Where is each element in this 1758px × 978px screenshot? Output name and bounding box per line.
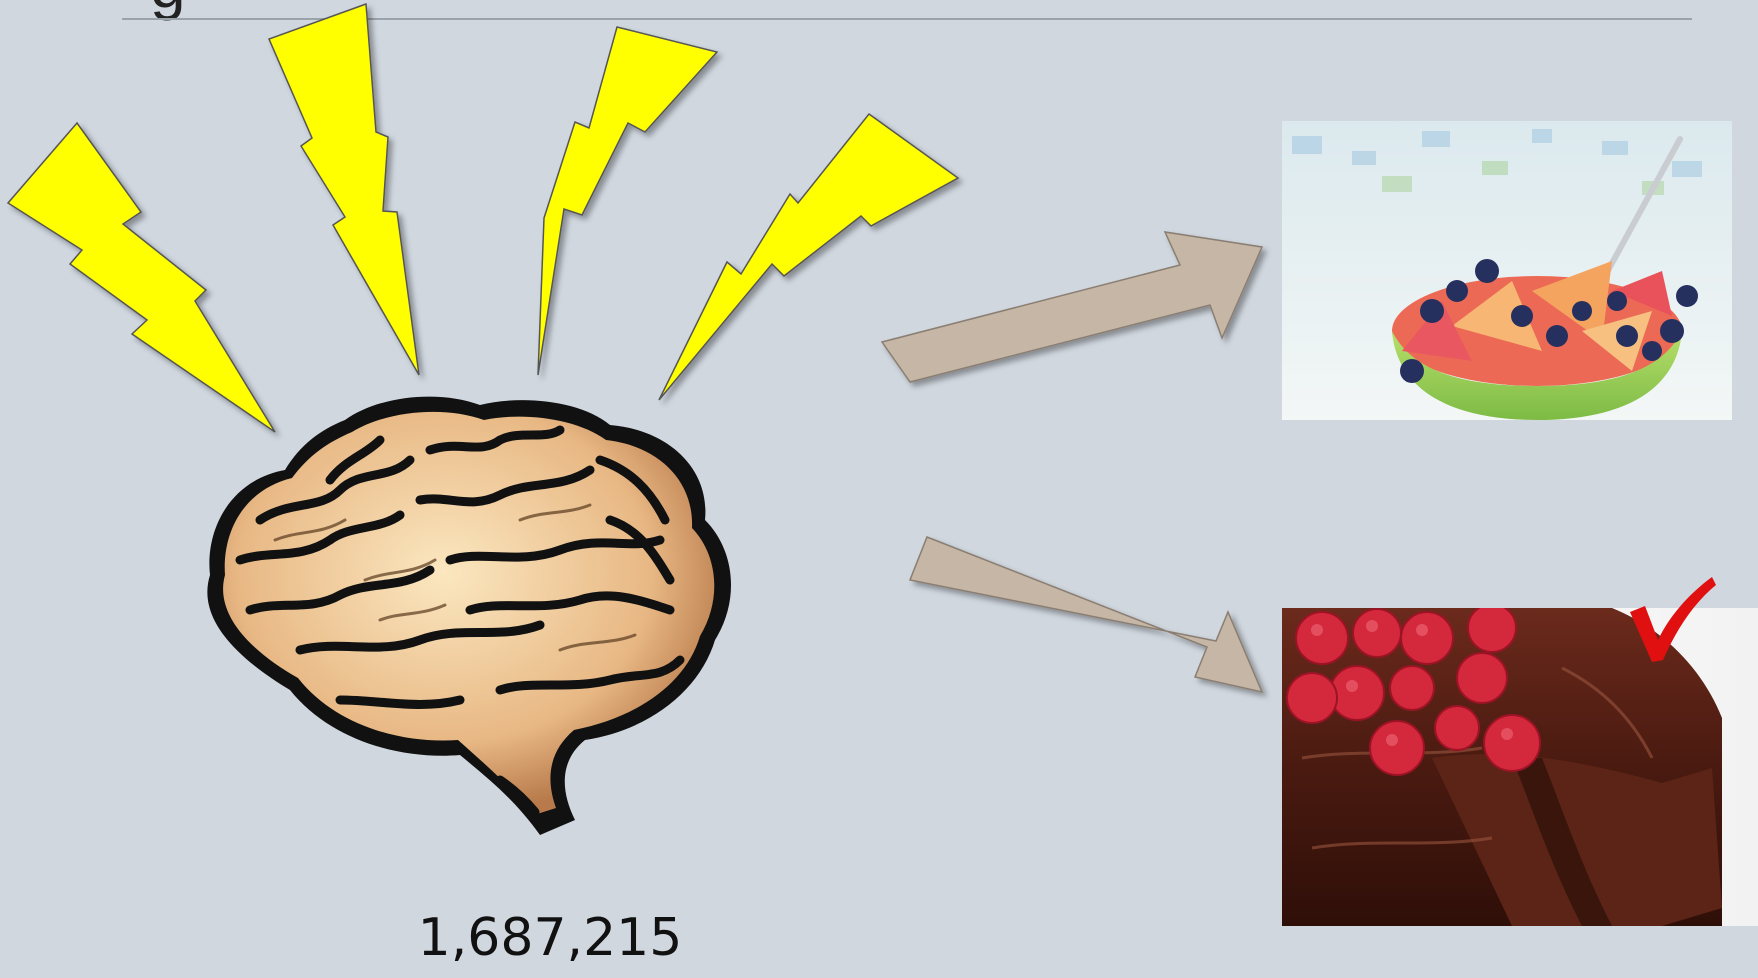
counter-value: 1,687,215 [400, 912, 700, 964]
chocolate-raspberry-cake-photo [1282, 608, 1758, 926]
lightning-bolt-icon [538, 27, 717, 375]
lightning-bolt-icon [8, 123, 275, 432]
lightning-bolt-icon [269, 4, 419, 375]
arrow-right-down-icon [910, 537, 1262, 692]
fruit-bowl-photo [1282, 121, 1732, 420]
brain-illustration [207, 397, 731, 835]
arrow-right-up-icon [882, 232, 1262, 382]
